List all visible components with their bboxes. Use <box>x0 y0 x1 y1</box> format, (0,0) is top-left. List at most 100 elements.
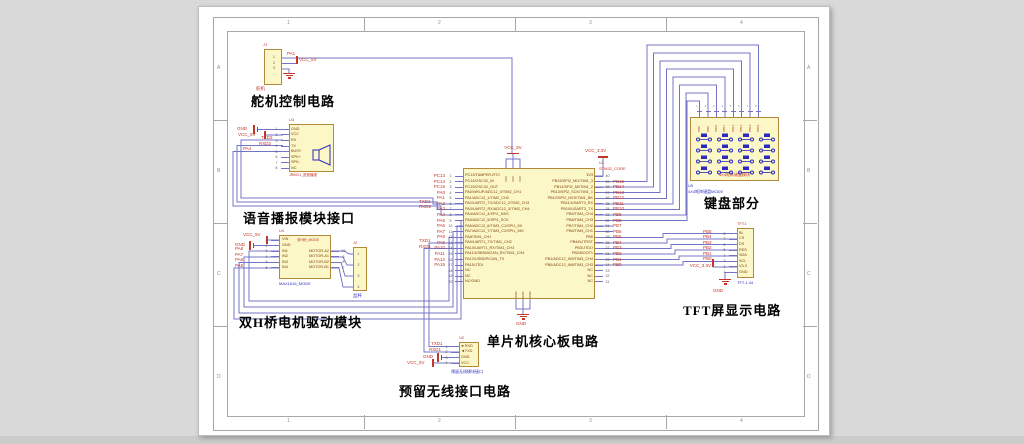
pin-stub <box>595 236 603 238</box>
net-label: PB0 <box>703 256 712 262</box>
pin-row: 19 <box>411 273 463 279</box>
pin-net-label: PB6 <box>613 228 622 234</box>
pin-number: 27 <box>605 246 610 251</box>
pin-row: 8 <box>707 231 737 237</box>
pin-stub <box>281 167 289 169</box>
pin-name: PB2/BOOT1 <box>571 251 593 256</box>
pin-number: 5 <box>729 105 732 108</box>
pin-row: 1 <box>707 269 737 275</box>
pin-stub <box>455 225 463 227</box>
pin-number: 31 <box>605 224 610 229</box>
pin-stub <box>595 253 603 255</box>
pin-number: 28 <box>605 240 610 245</box>
pin-number: 10 <box>341 249 346 254</box>
pin-row: 23 <box>595 268 647 274</box>
pin-name: DS <box>739 242 745 247</box>
gnd-label: GND <box>516 321 526 326</box>
pin-stub <box>451 357 459 359</box>
pin-number: 2 <box>723 264 726 269</box>
motor-internal-label: 双H桥_MODE <box>297 238 319 242</box>
pin-number: 14 <box>448 246 453 251</box>
net-label: RXD1 <box>429 346 442 352</box>
pin-net-label: PB11 <box>613 200 624 206</box>
pin-row: 2 <box>707 264 737 270</box>
key-button-icon <box>759 162 775 180</box>
pin-stub <box>729 249 737 251</box>
pin-net-label: PB15 <box>613 178 625 184</box>
pin-name: PC13/TAMPER-RTC <box>465 173 501 178</box>
power-flag-icon <box>598 156 608 158</box>
pin-stub <box>455 203 463 205</box>
pin-number: 33 <box>605 212 610 217</box>
pin-number: 20 <box>448 279 453 284</box>
pin-stub <box>455 208 463 210</box>
pin-name: PB7/TIM4_CH2 <box>566 223 593 228</box>
pin-number: 5 <box>275 149 278 154</box>
pin-number: 2 <box>275 132 278 137</box>
pin-number: 1 <box>445 344 448 349</box>
key-button-icon <box>738 151 754 169</box>
pin-stub <box>455 181 463 183</box>
mcu-title: 单片机核心板电路 <box>487 334 600 349</box>
pin-name: SDA <box>739 253 747 258</box>
pin-stub <box>595 175 603 177</box>
motor-title: 双H桥电机驱动模块 <box>239 315 363 330</box>
pin-stub <box>729 271 737 273</box>
desktop-bottom-strip <box>0 436 1024 444</box>
pin-row: 4 <box>429 360 459 366</box>
gnd-symbol-icon <box>517 314 529 321</box>
pin-net-label: PB0 <box>613 262 622 268</box>
pin-name: IN3 <box>282 259 288 264</box>
power-flag-icon <box>296 55 298 64</box>
pin-tick-icon <box>739 111 745 112</box>
power-label: VCC_3.3V <box>585 148 607 153</box>
pin-name: RX <box>291 137 297 142</box>
pin-name: PA6/ADC12_6/TIM3_C1/SPI1_MI <box>465 223 522 228</box>
net-label: PB5 <box>703 228 712 234</box>
pin-row: 7 <box>331 265 355 271</box>
pin-number: 4 <box>275 144 278 149</box>
servo-connector-label: 舵机 <box>256 86 265 91</box>
pin-name-vertical: VCC <box>510 175 515 182</box>
pin-stub <box>281 145 289 147</box>
pin-number: 9 <box>342 254 345 259</box>
pin-stub <box>271 250 279 252</box>
pin-name: 3V3 <box>586 173 593 178</box>
pin-row: 3 <box>429 355 459 361</box>
key-button-icon <box>759 140 775 158</box>
key-button-icon <box>717 129 733 147</box>
pin-stub <box>281 140 289 142</box>
power-label: VCC_5V <box>299 57 317 62</box>
pin-stub <box>331 250 339 252</box>
gnd-label: GND <box>423 354 433 359</box>
pin-net-label: PA12 <box>434 256 445 262</box>
pin-net-label: PB13 <box>613 189 625 195</box>
pin-row: 3 <box>259 138 289 144</box>
pin-row: 1 <box>259 126 289 132</box>
pin-number: 38 <box>605 185 610 190</box>
wireless-designator: U2 <box>459 335 465 340</box>
pin-name: ◄TXD <box>461 349 473 354</box>
pin-number: 16 <box>448 257 453 262</box>
pin-name: VCC <box>461 360 470 365</box>
pin-tick-icon <box>722 111 728 112</box>
pin-stub <box>271 256 279 258</box>
voice-designator: U3 <box>289 117 295 122</box>
frame-row-label: A <box>807 65 811 71</box>
pin-row: 4 <box>707 253 737 259</box>
pin-stub <box>729 260 737 262</box>
pin-stub <box>271 261 279 263</box>
net-label: PB2 <box>703 245 712 251</box>
mcu-designator: U1 <box>599 160 605 165</box>
pin-number: 1 <box>275 127 278 132</box>
frame-col-label: 1 <box>287 20 290 26</box>
pin-name: NC <box>465 268 471 273</box>
